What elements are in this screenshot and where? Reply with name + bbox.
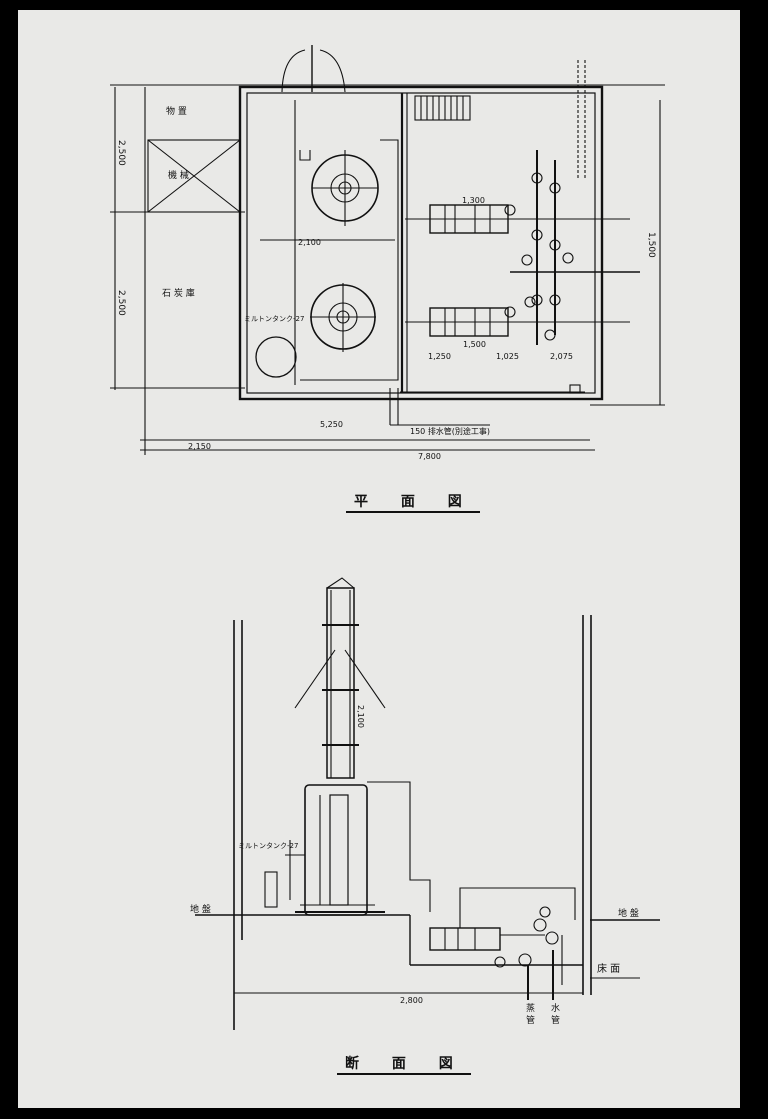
section-pipe-steam: 蒸 管: [524, 1003, 534, 1024]
plan-view-title: 平 面 図: [346, 494, 480, 513]
plan-label-storage: 物 置: [166, 107, 187, 117]
plan-dim-b: 1,300: [462, 196, 485, 205]
plan-label-coal: 石 炭 庫: [162, 289, 195, 299]
plan-dim-f: 1,500: [463, 340, 486, 349]
plan-dim-d: 1,025: [496, 352, 519, 361]
plan-tank-label: ミルトンタンク-27: [244, 315, 305, 323]
section-ground-right: 地 盤: [618, 909, 639, 919]
section-view: [195, 577, 660, 1030]
section-pipe-water: 水 管: [549, 1003, 559, 1024]
plan-dim-h3: 1,500: [646, 232, 656, 258]
plan-dim-right: 5,250: [320, 420, 343, 429]
section-view-title: 断 面 図: [337, 1056, 471, 1075]
plan-dim-h2: 2,500: [116, 290, 126, 316]
plan-dim-total: 7,800: [418, 452, 441, 461]
section-dim-bottom: 2,800: [400, 996, 423, 1005]
plan-dim-a: 2,100: [298, 238, 321, 247]
plan-view: [110, 45, 665, 455]
plan-dim-e: 2,075: [550, 352, 573, 361]
section-dim-stack: 2,100: [356, 705, 365, 728]
plan-dim-c: 1,250: [428, 352, 451, 361]
plan-label-machine: 機 械: [168, 171, 189, 181]
plan-pipe-note: 150 排水管(別途工事): [410, 427, 491, 436]
section-tank-label: ミルトンタンク-27: [238, 842, 299, 850]
plan-dim-left: 2,150: [188, 442, 211, 451]
plan-dim-h1: 2,500: [116, 140, 126, 166]
section-ground-left: 地 盤: [190, 905, 211, 915]
drawing-sheet: [18, 10, 740, 1108]
section-floor: 床 面: [597, 964, 621, 975]
